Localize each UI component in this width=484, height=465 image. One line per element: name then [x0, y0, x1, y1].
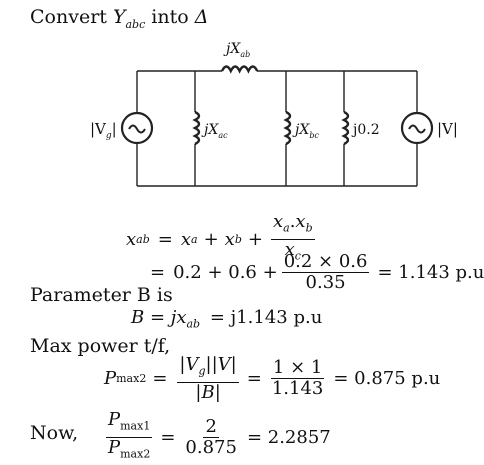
- label-branch2: jXbc: [292, 122, 319, 140]
- fraction-pmax-ratio: Pmax1 Pmax2: [106, 409, 153, 461]
- fraction-2-over-0875: 2 0.875: [185, 415, 237, 458]
- label-branch1: jXac: [201, 122, 228, 140]
- heading-pre: Convert: [30, 6, 113, 28]
- heading-delta: Δ: [194, 6, 209, 28]
- heading-sub: abc: [125, 17, 146, 31]
- label-top: jXab: [223, 41, 250, 59]
- inductor-branch3: [341, 110, 350, 146]
- inductor-branch2: [283, 110, 292, 146]
- maxpower-text: Max power t/f,: [30, 335, 171, 357]
- equation-xab-value: = 0.2 + 0.6 + 0.2 × 0.6 0.35 = 1.143 p.u: [150, 251, 484, 293]
- heading-post: into: [145, 6, 195, 28]
- fraction-xaxb-xc: xa.xb xc: [270, 211, 315, 263]
- heading: Convert Yabc into Δ: [30, 6, 208, 31]
- fraction-1-over-1143: 1 × 1 1.143: [270, 357, 325, 400]
- now-text: Now,: [30, 422, 79, 444]
- param-text: Parameter B is: [30, 284, 173, 306]
- fraction-vg-v-b: |Vg||V| |B|: [177, 354, 239, 403]
- circuit-diagram: jXab |Vg| |V| jXac jXbc j0.2: [90, 41, 458, 187]
- fraction-product: 0.2 × 0.6 0.35: [281, 251, 370, 293]
- source-left-circle: [120, 111, 154, 145]
- inductor-branch1: [192, 110, 201, 146]
- source-right-tilde: [408, 124, 426, 134]
- inductor-top: [220, 65, 259, 74]
- source-right-circle: [400, 111, 434, 145]
- source-left-tilde: [128, 124, 146, 134]
- label-right-source: |V|: [437, 120, 458, 138]
- equation-ratio: Pmax1 Pmax2 = 2 0.875 = 2.2857: [102, 410, 331, 464]
- heading-y: Y: [112, 6, 126, 28]
- label-branch3: j0.2: [351, 122, 380, 138]
- equation-b: B = jxab = j1.143 p.u: [131, 307, 323, 331]
- label-left-source: |Vg|: [90, 120, 117, 141]
